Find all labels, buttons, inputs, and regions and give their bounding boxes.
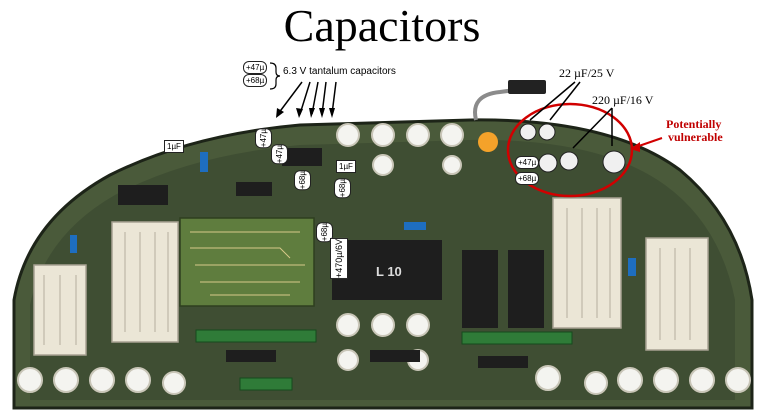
- tantalum-arrows: [277, 81, 337, 115]
- vulnerable-region-ellipse: [506, 102, 634, 198]
- integrated-circuits: [118, 148, 544, 368]
- daughter-board: [179, 217, 315, 307]
- warning-line-1: Potentially: [666, 117, 722, 131]
- board-tag-1uf-mid: 1µF: [336, 160, 356, 173]
- connector-pins: [43, 208, 691, 345]
- board-tag-1uf-left: 1µF: [164, 140, 184, 153]
- mounting-holes-bottom: [17, 313, 751, 395]
- page-title: Capacitors: [283, 0, 481, 51]
- board-tag-68-right: +68µ: [515, 172, 540, 185]
- daughter-board-traces: [190, 231, 305, 296]
- electrolytic-capacitors: [519, 123, 626, 174]
- board-tag-68-b: +68µ: [334, 178, 351, 199]
- sensor-cable: [473, 88, 516, 121]
- tantalum-label: 6.3 V tantalum capacitors: [283, 66, 396, 77]
- board-tag-47-right: +47µ: [515, 156, 540, 169]
- board-tag-47-b: +47µ: [271, 144, 288, 165]
- chip-label: L 10: [376, 264, 402, 279]
- cable-plug: [508, 80, 546, 94]
- label-220uf-16v: 220 µF/16 V: [592, 93, 654, 107]
- buzzer-disc: [478, 132, 498, 152]
- label-22uf-25v: 22 µF/25 V: [559, 66, 615, 80]
- mounting-holes-top: [336, 123, 464, 176]
- legend-tag-68: +68µ: [243, 74, 268, 87]
- warning-text: Potentially vulnerable: [666, 118, 723, 144]
- board-tag-470uf: +470µ/6V: [330, 238, 348, 279]
- board-tag-68-a: +68µ: [294, 170, 311, 191]
- legend-tag-47: +47µ: [243, 61, 268, 74]
- pin-headers: [195, 329, 573, 391]
- warning-arrowhead: [630, 142, 640, 152]
- tantalum-arrowheads: [276, 108, 335, 118]
- warning-arrow: [635, 137, 663, 148]
- warning-line-2: vulnerable: [668, 130, 723, 144]
- legend-brace: [269, 62, 281, 90]
- electrolytic-arrows: [529, 81, 613, 149]
- board-tag-47-a: +47µ: [255, 128, 272, 149]
- misc-components: [70, 152, 636, 276]
